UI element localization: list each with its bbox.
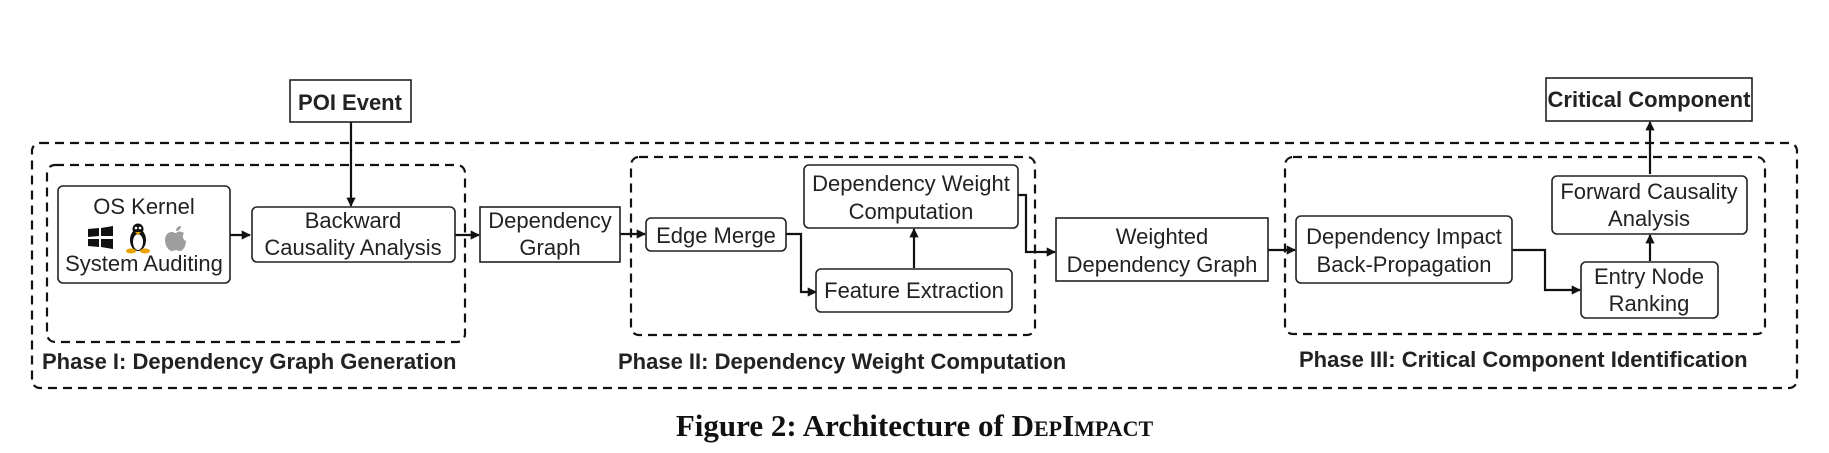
entry-node-label-2: Ranking bbox=[1609, 291, 1690, 316]
forward-causality-label-2: Analysis bbox=[1608, 206, 1690, 231]
figure-caption: Figure 2: Architecture of DepImpact bbox=[0, 408, 1829, 444]
caption-system-name: DepImpact bbox=[1011, 408, 1154, 443]
phase3-label: Phase III: Critical Component Identifica… bbox=[1299, 347, 1748, 372]
phase1-dashed-region bbox=[45, 163, 467, 344]
phase3-dashed-region bbox=[1283, 155, 1767, 336]
edge-merge-label: Edge Merge bbox=[656, 223, 776, 248]
linux-tux-icon bbox=[126, 223, 150, 254]
phase2-dashed-region bbox=[629, 155, 1037, 337]
arrow-impact-to-entry bbox=[1512, 248, 1581, 295]
forward-causality-label-1: Forward Causality bbox=[1560, 179, 1737, 204]
os-kernel-node: OS Kernel System Auditing bbox=[57, 185, 231, 284]
backward-causality-label-2: Causality Analysis bbox=[264, 235, 441, 260]
dependency-weight-label-2: Computation bbox=[849, 199, 974, 224]
windows-icon bbox=[88, 226, 113, 249]
dependency-impact-label-2: Back-Propagation bbox=[1317, 252, 1492, 277]
dependency-impact-node: Dependency Impact Back-Propagation bbox=[1295, 215, 1513, 284]
os-kernel-label: OS Kernel bbox=[93, 194, 195, 219]
poi-event-node: POI Event bbox=[289, 79, 412, 123]
system-auditing-label: System Auditing bbox=[65, 251, 223, 276]
dependency-graph-node: Dependency Graph bbox=[479, 206, 621, 263]
backward-causality-node: Backward Causality Analysis bbox=[251, 206, 456, 263]
arrow-weightcomp-to-weighted bbox=[1018, 193, 1056, 257]
critical-component-node: Critical Component bbox=[1545, 77, 1753, 122]
poi-event-label: POI Event bbox=[298, 90, 403, 115]
weighted-graph-label-1: Weighted bbox=[1116, 224, 1209, 249]
weighted-graph-label-2: Dependency Graph bbox=[1067, 252, 1258, 277]
dependency-weight-label-1: Dependency Weight bbox=[812, 171, 1010, 196]
entry-node-ranking-node: Entry Node Ranking bbox=[1580, 261, 1719, 319]
entry-node-label-1: Entry Node bbox=[1594, 264, 1704, 289]
forward-causality-node: Forward Causality Analysis bbox=[1551, 175, 1748, 235]
dependency-graph-label-2: Graph bbox=[519, 235, 580, 260]
backward-causality-label-1: Backward bbox=[305, 208, 402, 233]
edge-merge-node: Edge Merge bbox=[645, 217, 787, 252]
caption-prefix: Figure 2: Architecture of bbox=[675, 408, 1012, 443]
phase1-label: Phase I: Dependency Graph Generation bbox=[42, 349, 456, 374]
critical-component-label: Critical Component bbox=[1548, 87, 1752, 112]
dependency-impact-label-1: Dependency Impact bbox=[1306, 224, 1502, 249]
dependency-weight-computation-node: Dependency Weight Computation bbox=[803, 164, 1019, 229]
arrow-edgemerge-to-feature bbox=[786, 232, 817, 297]
dependency-graph-label-1: Dependency bbox=[488, 208, 612, 233]
phase2-label: Phase II: Dependency Weight Computation bbox=[618, 349, 1066, 374]
outer-dashed-container bbox=[30, 141, 1799, 390]
apple-icon bbox=[165, 226, 186, 251]
feature-extraction-node: Feature Extraction bbox=[815, 268, 1013, 313]
weighted-dependency-graph-node: Weighted Dependency Graph bbox=[1055, 217, 1269, 282]
feature-extraction-label: Feature Extraction bbox=[824, 278, 1004, 303]
